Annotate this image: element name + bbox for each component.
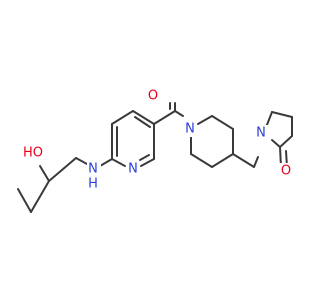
bond bbox=[111, 158, 126, 167]
bond bbox=[174, 110, 184, 117]
atom-label-pyrrolidinone-n: N bbox=[256, 126, 266, 141]
bond bbox=[140, 158, 155, 167]
bond bbox=[197, 115, 213, 125]
bonds-layer bbox=[17, 102, 293, 213]
bond bbox=[279, 135, 293, 148]
atom-label-hydroxyl: HO bbox=[23, 146, 43, 161]
atom-hydroxyl: HO bbox=[23, 145, 45, 161]
bond bbox=[211, 153, 234, 168]
atom-lactam-o: O bbox=[279, 163, 293, 179]
molecule-diagram: HO N H N O N N O bbox=[17, 88, 293, 213]
bond bbox=[211, 115, 234, 130]
atom-label-lactam-o: O bbox=[281, 164, 291, 179]
atoms-layer: HO N H N O N N O bbox=[23, 88, 293, 192]
atom-label-piperidine-n: N bbox=[185, 122, 195, 137]
atom-label-amine-h: H bbox=[88, 177, 98, 192]
bond bbox=[232, 153, 255, 168]
atom-piperidine-n: N bbox=[183, 121, 197, 137]
bond bbox=[139, 154, 150, 161]
bond bbox=[30, 180, 50, 213]
bond bbox=[190, 153, 213, 168]
bond bbox=[99, 158, 113, 167]
bond bbox=[48, 157, 77, 182]
bond bbox=[271, 139, 281, 148]
bond bbox=[111, 110, 134, 125]
atom-pyrrolidinone-n: N bbox=[254, 125, 268, 141]
atom-carbonyl-o: O bbox=[146, 88, 160, 104]
bond bbox=[17, 188, 32, 213]
bond bbox=[39, 165, 50, 182]
atom-pyridine-n: N bbox=[126, 161, 140, 177]
atom-label-carbonyl-o: O bbox=[148, 89, 158, 104]
bond bbox=[253, 156, 259, 168]
atom-label-pyridine-n: N bbox=[128, 162, 138, 177]
bond bbox=[271, 111, 293, 118]
bond bbox=[132, 110, 155, 125]
atom-label-amine-n: N bbox=[88, 162, 98, 177]
bond bbox=[75, 157, 88, 165]
atom-amine: N H bbox=[87, 162, 101, 192]
bond bbox=[153, 110, 176, 125]
bond bbox=[134, 116, 151, 128]
